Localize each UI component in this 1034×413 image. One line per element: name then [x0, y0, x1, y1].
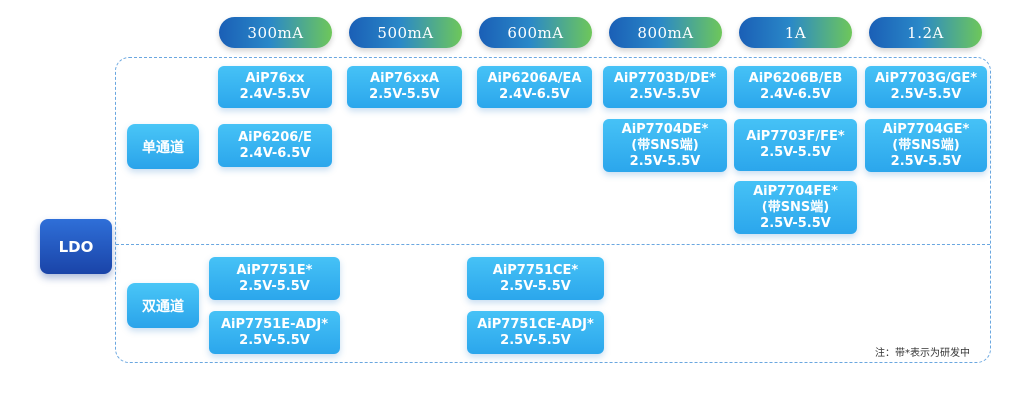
- chip-model: AiP7703F/FE*: [746, 129, 845, 144]
- chip-voltage-range: 2.5V-5.5V: [500, 278, 571, 294]
- current-800ma-header: 800mA: [609, 17, 722, 48]
- chip-model: AiP7704FE*: [753, 183, 838, 199]
- chip-aip7751ce-adj: AiP7751CE-ADJ* 2.5V-5.5V: [467, 311, 604, 354]
- chip-voltage-range: 2.4V-6.5V: [760, 87, 831, 102]
- chip-model: AiP7703D/DE*: [613, 71, 717, 86]
- chip-voltage-range: 2.5V-5.5V: [760, 215, 831, 231]
- chip-model: AiP7703G/GE*: [875, 71, 977, 86]
- chip-aip76xx: AiP76xx 2.4V-5.5V: [218, 66, 332, 108]
- chip-sns-note: (带SNS端): [892, 137, 960, 153]
- chip-voltage-range: 2.5V-5.5V: [239, 332, 310, 348]
- chip-sns-note: (带SNS端): [761, 199, 830, 215]
- chip-aip7751e-adj: AiP7751E-ADJ* 2.5V-5.5V: [209, 311, 340, 354]
- chip-model: AiP6206B/EB: [748, 71, 843, 86]
- chip-model: AiP7751CE-ADJ*: [477, 316, 594, 332]
- chip-aip7704de: AiP7704DE* (带SNS端) 2.5V-5.5V: [603, 119, 727, 172]
- chip-voltage-range: 2.5V-5.5V: [629, 153, 701, 169]
- chip-model: AiP6206A/EA: [487, 71, 582, 86]
- chip-voltage-range: 2.4V-5.5V: [239, 87, 311, 102]
- dual-channel-label: 双通道: [127, 283, 199, 328]
- chip-voltage-range: 2.5V-5.5V: [890, 87, 962, 102]
- chip-aip7751ce: AiP7751CE* 2.5V-5.5V: [467, 257, 604, 300]
- chip-aip6206b-eb: AiP6206B/EB 2.4V-6.5V: [734, 66, 857, 108]
- chip-model: AiP7704DE*: [621, 121, 709, 137]
- chip-voltage-range: 2.4V-6.5V: [499, 87, 570, 102]
- chip-aip7703g-ge: AiP7703G/GE* 2.5V-5.5V: [865, 66, 987, 108]
- chip-sns-note: (带SNS端): [631, 137, 699, 153]
- chip-voltage-range: 2.5V-5.5V: [629, 87, 701, 102]
- single-channel-label: 单通道: [127, 124, 199, 169]
- chip-model: AiP76xxA: [370, 71, 439, 86]
- chip-model: AiP7751CE*: [492, 262, 579, 278]
- chip-voltage-range: 2.5V-5.5V: [890, 153, 962, 169]
- chip-voltage-range: 2.5V-5.5V: [500, 332, 571, 348]
- chip-model: AiP76xx: [245, 71, 305, 86]
- current-600ma-header: 600mA: [479, 17, 592, 48]
- chip-aip7704fe: AiP7704FE* (带SNS端) 2.5V-5.5V: [734, 181, 857, 234]
- chip-voltage-range: 2.5V-5.5V: [760, 145, 831, 160]
- chip-voltage-range: 2.5V-5.5V: [239, 278, 310, 294]
- chip-aip7704ge: AiP7704GE* (带SNS端) 2.5V-5.5V: [865, 119, 987, 172]
- chip-aip7751e: AiP7751E* 2.5V-5.5V: [209, 257, 340, 300]
- chip-voltage-range: 2.5V-5.5V: [369, 87, 440, 102]
- current-500ma-header: 500mA: [349, 17, 462, 48]
- chip-voltage-range: 2.4V-6.5V: [239, 145, 311, 161]
- chip-aip6206a-ea: AiP6206A/EA 2.4V-6.5V: [477, 66, 592, 108]
- chip-model: AiP7751E*: [236, 262, 313, 278]
- chip-aip6206-e: AiP6206/E 2.4V-6.5V: [218, 124, 332, 167]
- row-divider: [116, 244, 990, 245]
- chip-aip7703f-fe: AiP7703F/FE* 2.5V-5.5V: [734, 119, 857, 171]
- chip-aip7703d-de: AiP7703D/DE* 2.5V-5.5V: [603, 66, 727, 108]
- chip-aip76xxa: AiP76xxA 2.5V-5.5V: [347, 66, 462, 108]
- ldo-category-label: LDO: [40, 219, 112, 274]
- table-frame: [115, 57, 991, 363]
- chip-model: AiP6206/E: [238, 129, 312, 145]
- footnote: 注：带*表示为研发中: [875, 348, 970, 359]
- chip-model: AiP7751E-ADJ*: [221, 316, 328, 332]
- current-1-2a-header: 1.2A: [869, 17, 982, 48]
- current-300ma-header: 300mA: [219, 17, 332, 48]
- chip-model: AiP7704GE*: [882, 121, 970, 137]
- current-1a-header: 1A: [739, 17, 852, 48]
